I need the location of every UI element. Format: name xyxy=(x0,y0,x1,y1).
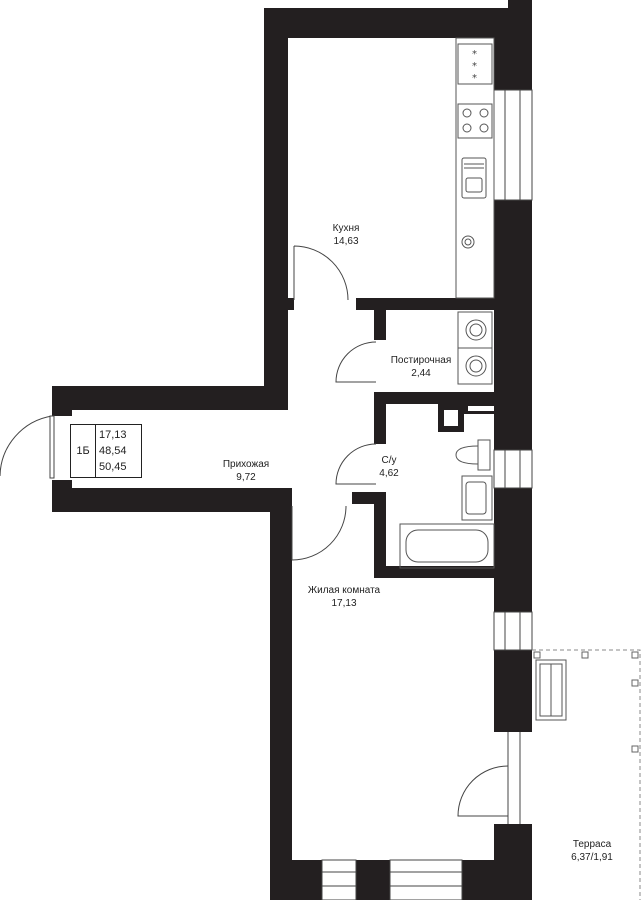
svg-text:*: * xyxy=(472,61,477,72)
wall-bottom-2 xyxy=(356,860,390,900)
terrace-outline xyxy=(532,649,641,900)
wall-kitchen-left-lower xyxy=(264,300,288,386)
wall-entrance-left-bottom xyxy=(52,480,72,512)
wall-bottom-3 xyxy=(462,860,532,900)
bathtub xyxy=(399,523,495,569)
room-area: 14,63 xyxy=(333,236,359,247)
wall-right-5 xyxy=(494,650,532,732)
wall-entrance-bottom xyxy=(52,488,292,512)
svg-text:*: * xyxy=(472,49,477,60)
stove xyxy=(457,103,493,139)
wall-entrance-left-top xyxy=(52,386,72,416)
window-kitchen xyxy=(493,89,533,201)
room-area: 2,44 xyxy=(411,368,431,379)
apartment-info-box: 1Б 17,13 48,54 50,45 xyxy=(70,424,142,478)
wall-right-1 xyxy=(494,38,532,90)
room-label-hall: Прихожая 9,72 xyxy=(223,458,269,484)
kitchen-furniture xyxy=(455,37,495,299)
area-living: 17,13 xyxy=(99,429,127,441)
window-bottom-2 xyxy=(389,859,463,900)
door-bath xyxy=(335,443,377,485)
room-area: 9,72 xyxy=(236,472,256,483)
sunbed xyxy=(535,659,567,721)
room-name: С/у xyxy=(381,455,397,466)
room-name: Прихожая xyxy=(222,459,270,470)
terrace-bench xyxy=(535,659,567,721)
door-storage xyxy=(335,341,377,383)
door-living xyxy=(291,505,347,561)
wall-bath-left-upper xyxy=(374,392,386,444)
apartment-code: 1Б xyxy=(71,425,96,477)
washbasin xyxy=(461,475,493,521)
window-living xyxy=(493,611,533,651)
room-label-kitchen: Кухня 14,63 xyxy=(333,222,360,248)
laundry-furniture xyxy=(457,311,493,385)
sink xyxy=(461,157,487,199)
wall-storage-bottom xyxy=(374,392,494,404)
wall-storage-left xyxy=(374,310,386,340)
door-kitchen xyxy=(293,245,349,301)
bath-furniture xyxy=(399,439,495,569)
windows xyxy=(321,89,533,900)
wall-top-right-cap xyxy=(508,0,532,40)
room-name: Кухня xyxy=(332,223,360,234)
wall-bath-stub xyxy=(352,492,386,504)
kitchen-counter xyxy=(455,37,495,299)
room-area: 6,37/1,91 xyxy=(571,852,613,863)
room-label-storage: Постирочная 2,44 xyxy=(391,354,452,380)
room-label-living: Жилая комната 17,13 xyxy=(308,584,380,610)
wall-entrance-top xyxy=(52,386,288,410)
terrace-door-frame xyxy=(507,732,521,824)
wall-right-2 xyxy=(494,200,532,412)
room-name: Терраса xyxy=(572,839,612,850)
svg-text:*: * xyxy=(472,73,477,84)
room-label-bathroom: С/у 4,62 xyxy=(379,454,398,480)
window-bottom-1 xyxy=(321,859,357,900)
room-name: Жилая комната xyxy=(307,585,381,596)
window-bath xyxy=(493,449,533,489)
dishwasher xyxy=(461,235,475,249)
terrace-posts xyxy=(533,651,639,753)
room-name: Постирочная xyxy=(390,355,452,366)
shaft-link-inner xyxy=(468,406,494,411)
dryer xyxy=(457,347,493,385)
shaft-interior xyxy=(444,410,458,426)
room-area: 4,62 xyxy=(379,468,399,479)
wall-bath-bottom xyxy=(374,566,494,578)
doors xyxy=(0,245,509,817)
wall-bottom-1 xyxy=(270,860,322,900)
apartment-areas: 17,13 48,54 50,45 xyxy=(99,427,127,475)
wall-bath-left-lower xyxy=(374,492,386,578)
door-entrance xyxy=(0,415,53,478)
room-label-terrace: Терраса 6,37/1,91 xyxy=(571,838,613,864)
washer xyxy=(457,311,493,349)
wall-kitchen-bottom xyxy=(356,298,494,310)
wall-kitchen-bottom-left xyxy=(284,298,294,310)
area-with-terrace: 50,45 xyxy=(99,461,127,473)
terrace xyxy=(532,649,641,900)
toilet xyxy=(477,439,491,471)
wall-living-left xyxy=(270,488,292,900)
room-area: 17,13 xyxy=(331,598,357,609)
wall-right-3 xyxy=(494,412,532,450)
wall-kitchen-left xyxy=(264,8,288,302)
wall-right-4 xyxy=(494,488,532,612)
fridge-marks: *** xyxy=(472,49,477,84)
walls xyxy=(52,0,532,900)
area-total: 48,54 xyxy=(99,445,127,457)
door-terrace xyxy=(457,765,509,817)
wall-top xyxy=(264,8,532,38)
